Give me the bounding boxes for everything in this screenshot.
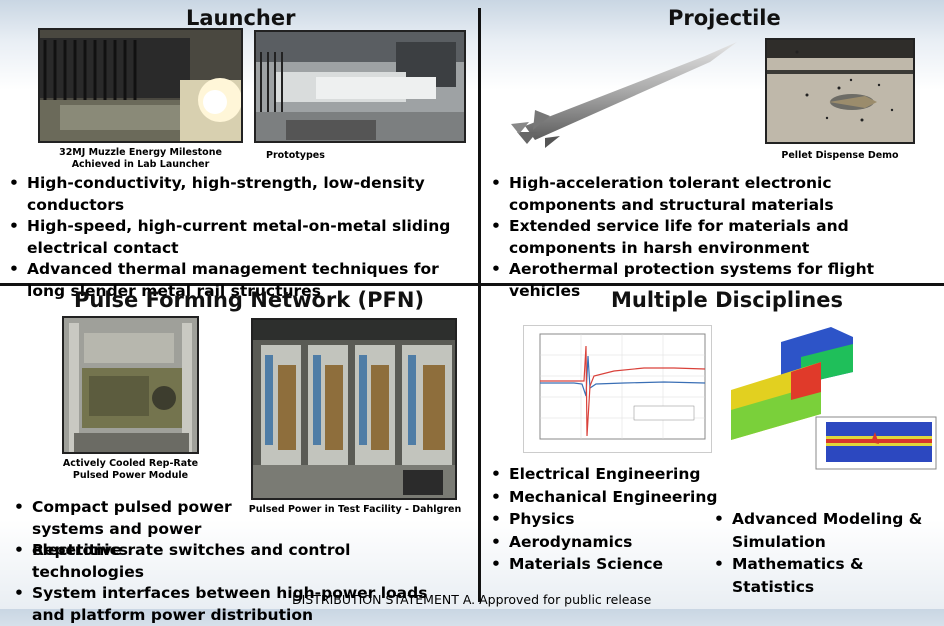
launcher-caption-1: 32MJ Muzzle Energy Milestone Achieved in… [38,147,243,171]
launcher-bullet-list: High-conductivity, high-strength, low-de… [5,173,475,302]
list-item: High-conductivity, high-strength, low-de… [5,173,475,216]
pfn-test-facility-photo [251,318,457,500]
projectile-caption: Pellet Dispense Demo [781,150,899,161]
pfn-caption-1-line1: Actively Cooled Rep-Rate [62,458,199,469]
launcher-caption-2: Prototypes [266,150,325,161]
list-item: Aerodynamics [487,531,727,554]
projectile-bullet-list: High-acceleration tolerant electronic co… [487,173,937,302]
list-item: Advanced Modeling & Simulation [710,508,940,553]
launcher-caption-1-line2: Achieved in Lab Launcher [71,159,210,170]
pfn-title: Pulse Forming Network (PFN) [74,288,425,312]
disciplines-title: Multiple Disciplines [611,288,843,312]
list-item: Materials Science [487,553,727,576]
disciplines-left-list: Electrical Engineering Mechanical Engine… [487,463,727,576]
list-item: Mathematics & Statistics [710,553,940,598]
pellet-dispense-photo [765,38,915,144]
launcher-lab-photo [38,28,243,143]
simulation-image [731,322,939,470]
vertical-divider [478,8,481,602]
list-item: Physics [487,508,727,531]
list-item: Extended service life for materials and … [487,216,937,259]
launcher-caption-1-line1: 32MJ Muzzle Energy Milestone [59,147,222,158]
pfn-bullet-list: Repetitive rate switches and control tec… [10,540,440,626]
list-item: Mechanical Engineering [487,486,727,509]
list-item: Electrical Engineering [487,463,727,486]
list-item: Repetitive rate switches and control tec… [10,540,440,583]
projectile-title: Projectile [668,6,781,30]
projectile-render [505,38,750,148]
launcher-prototype-photo [254,30,466,143]
pfn-caption-1-line2: Pulsed Power Module [72,470,189,481]
pfn-module-photo [62,316,199,454]
pfn-caption-1: Actively Cooled Rep-Rate Pulsed Power Mo… [52,458,209,482]
list-item: Aerothermal protection systems for fligh… [487,259,937,302]
pfn-caption-2: Pulsed Power in Test Facility - Dahlgren [248,504,462,515]
launcher-title: Launcher [186,6,296,30]
disciplines-right-list: Advanced Modeling & Simulation Mathemati… [710,508,940,598]
list-item: Advanced thermal management techniques f… [5,259,475,302]
signal-plot-image [523,325,712,453]
list-item: High-speed, high-current metal-on-metal … [5,216,475,259]
list-item: High-acceleration tolerant electronic co… [487,173,937,216]
distribution-statement: DISTRIBUTION STATEMENT A. Approved for p… [292,592,652,607]
